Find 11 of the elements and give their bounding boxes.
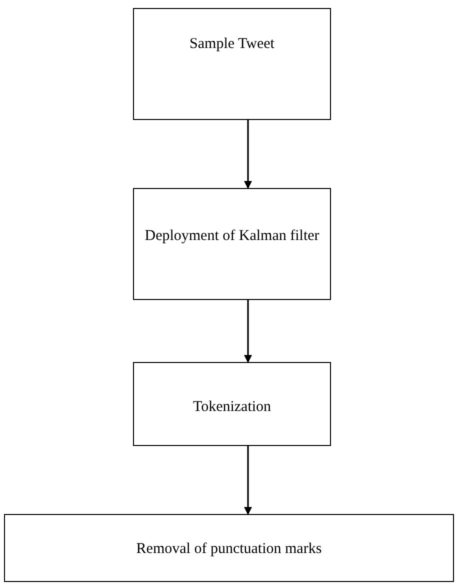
box-label: Sample Tweet <box>190 35 274 54</box>
process-box <box>133 188 331 300</box>
box-label: Deployment of Kalman filter <box>144 227 320 246</box>
arrow <box>244 446 252 515</box>
process-box <box>133 8 331 120</box>
process-box <box>133 362 331 446</box>
arrow <box>244 120 252 189</box>
arrow <box>244 300 252 363</box>
box-label: Removal of punctuation marks <box>136 540 322 559</box>
process-box <box>4 514 454 582</box>
box-label: Tokenization <box>192 398 272 417</box>
